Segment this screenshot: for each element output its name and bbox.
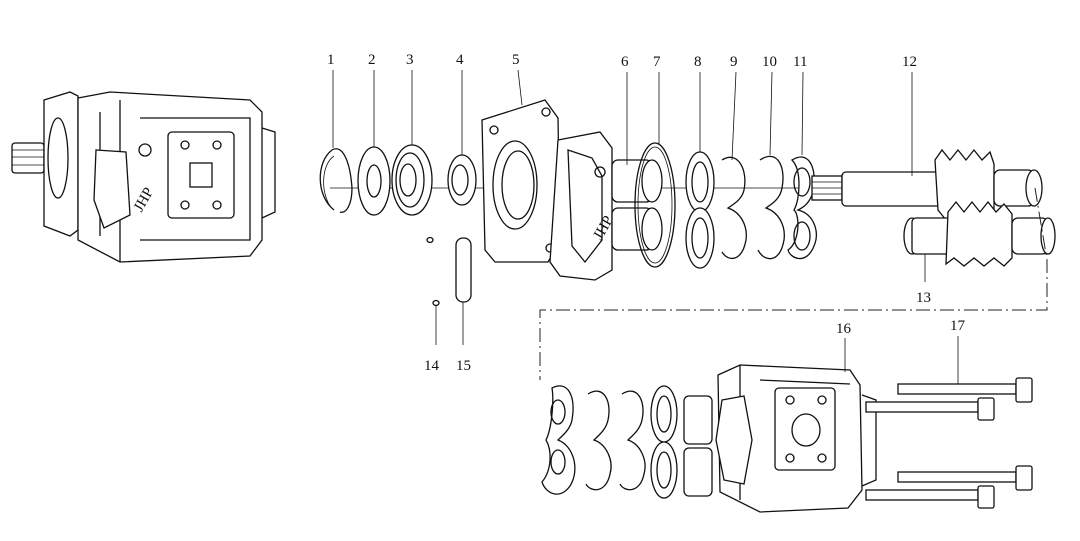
bearing bbox=[391, 144, 433, 216]
seal-ring-ten bbox=[757, 155, 785, 260]
label-part-14: 14 bbox=[424, 358, 440, 374]
label-part-1: 1 bbox=[327, 52, 335, 68]
label-part-7: 7 bbox=[653, 54, 661, 70]
label-part-17: 17 bbox=[950, 318, 966, 334]
label-part-11: 11 bbox=[793, 54, 807, 70]
label-part-13: 13 bbox=[916, 290, 931, 306]
bearing-plate bbox=[787, 156, 817, 260]
label-part-3: 3 bbox=[406, 52, 414, 68]
driven-gear bbox=[903, 200, 1056, 282]
rear-bearing-plate bbox=[541, 385, 576, 495]
o-ring bbox=[634, 142, 676, 268]
drive-gear-shaft bbox=[811, 148, 1043, 221]
front-cover: JHP bbox=[481, 99, 663, 281]
rear-seal-b bbox=[619, 390, 646, 491]
leader-lines bbox=[332, 69, 913, 372]
shaft-seal bbox=[447, 154, 477, 206]
label-part-6: 6 bbox=[621, 54, 629, 70]
assembled-pump: JHP bbox=[11, 91, 276, 263]
label-part-9: 9 bbox=[730, 54, 738, 70]
label-part-16: 16 bbox=[836, 321, 852, 337]
label-part-4: 4 bbox=[456, 52, 464, 68]
washer bbox=[357, 146, 391, 216]
label-part-8: 8 bbox=[694, 54, 702, 70]
snap-ring bbox=[319, 148, 353, 213]
label-part-10: 10 bbox=[762, 54, 777, 70]
label-part-12: 12 bbox=[902, 54, 917, 70]
oblong-seal bbox=[455, 237, 472, 345]
locating-pins bbox=[426, 236, 440, 345]
label-part-15: 15 bbox=[456, 358, 471, 374]
rear-seal-a bbox=[585, 390, 612, 491]
label-part-5: 5 bbox=[512, 52, 520, 68]
rear-figure-eight bbox=[650, 385, 678, 499]
part-labels: 1 2 3 4 5 6 7 8 9 10 11 12 13 14 15 16 1… bbox=[327, 52, 966, 374]
assembly-path-line bbox=[539, 187, 1048, 380]
figure-eight-plate bbox=[685, 151, 715, 269]
seal-ring-nine bbox=[721, 156, 747, 260]
label-part-2: 2 bbox=[368, 52, 376, 68]
rear-housing bbox=[683, 364, 877, 513]
housing-bolts bbox=[865, 336, 1033, 509]
